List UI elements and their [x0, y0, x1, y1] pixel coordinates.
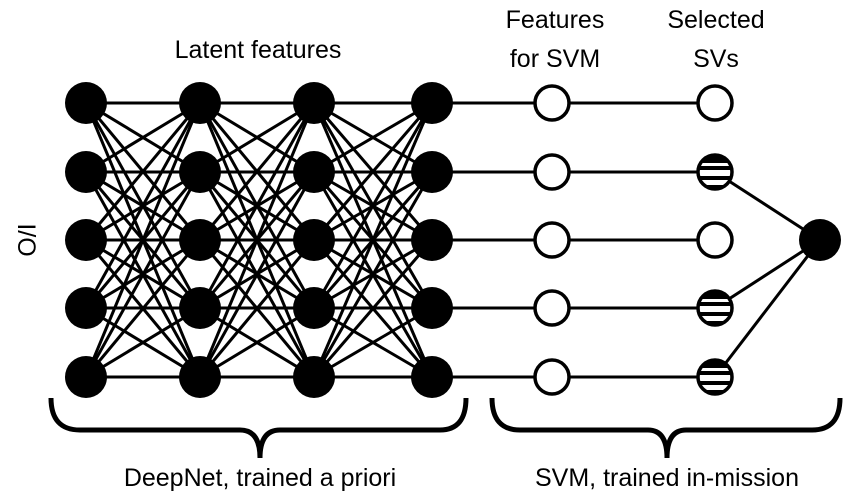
deepnet-edge: [84, 102, 202, 378]
deepnet-edge: [84, 239, 202, 378]
sv-node-outline: [696, 153, 734, 191]
deepnet-edge: [84, 102, 202, 241]
sv-node-outline: [696, 358, 734, 396]
deepnet-edge: [312, 102, 434, 378]
deepnet-node: [65, 356, 107, 398]
deepnet-edge: [85, 306, 201, 379]
deepnet-node: [179, 82, 221, 124]
deepnet-node: [179, 356, 221, 398]
svm-feature-node: [533, 153, 571, 191]
selected-sv-node: [696, 153, 734, 191]
sv-node-fill: [698, 360, 732, 394]
deepnet-edge: [199, 101, 315, 174]
sv-stripe: [698, 185, 732, 189]
deepnet-node: [411, 151, 453, 193]
nodes-layer: [65, 82, 841, 398]
deepnet-node: [411, 82, 453, 124]
selected-sv-node: [696, 358, 734, 396]
deepnet-edge: [199, 306, 315, 379]
deepnet-edge: [312, 102, 434, 309]
deepnet-node: [65, 82, 107, 124]
svm-caption: SVM, trained in-mission: [535, 464, 799, 492]
sv-stripe: [698, 302, 732, 306]
sv-stripe: [698, 155, 732, 163]
deepnet-edge: [312, 102, 434, 241]
deepnet-node: [65, 287, 107, 329]
svm-feature-node: [533, 289, 571, 327]
sv-stripes: [698, 360, 732, 394]
deepnet-edge: [198, 102, 316, 378]
sv-node-outline: [696, 289, 734, 327]
sv-stripe: [698, 390, 732, 394]
sv-node-outline: [696, 84, 734, 122]
sv-node-outline: [696, 221, 734, 259]
sv-node-fill: [698, 155, 732, 189]
deepnet-edge: [84, 171, 202, 378]
output-node: [799, 219, 841, 261]
deepnet-node: [65, 151, 107, 193]
selected-svs-label-line2: SVs: [693, 45, 739, 73]
sv-stripe: [698, 166, 732, 170]
deepnet-node: [293, 151, 335, 193]
deepnet-edge: [312, 239, 434, 378]
sv-node-fill: [698, 291, 732, 325]
edges-layer: [84, 101, 822, 379]
selected-svs-label-line1: Selected: [667, 6, 764, 34]
sv-node: [696, 84, 734, 122]
svm-brace: [489, 397, 843, 459]
deepnet-edge: [198, 102, 316, 241]
deepnet-edge: [198, 171, 316, 378]
deepnet-edge: [313, 101, 433, 174]
deepnet-edge: [84, 102, 202, 309]
deepnet-edge: [198, 102, 316, 309]
deepnet-node: [293, 82, 335, 124]
sv-stripe: [698, 321, 732, 325]
sv-stripe: [698, 176, 732, 180]
sv-stripes: [698, 155, 732, 189]
svm-feature-node: [533, 84, 571, 122]
deepnet-caption: DeepNet, trained a priori: [124, 464, 396, 492]
deepnet-node: [179, 287, 221, 329]
deepnet-node: [293, 356, 335, 398]
deepnet-edge: [312, 171, 434, 378]
sv-output-edge: [713, 239, 822, 378]
deepnet-node: [411, 356, 453, 398]
sv-stripes: [698, 291, 732, 325]
deepnet-node: [179, 219, 221, 261]
features-for-svm-label-line1: Features: [506, 6, 605, 34]
sv-stripe: [698, 360, 732, 368]
deepnet-edge: [85, 101, 201, 174]
sv-stripe: [698, 371, 732, 375]
deepnet-node: [65, 219, 107, 261]
io-label: I/O: [12, 223, 40, 256]
deepnet-node: [411, 287, 453, 329]
deepnet-edge: [198, 239, 316, 378]
deepnet-node: [411, 219, 453, 261]
features-for-svm-label-line2: for SVM: [510, 45, 600, 73]
deepnet-node: [293, 219, 335, 261]
sv-node-fill: [698, 86, 732, 120]
sv-node-fill: [698, 223, 732, 257]
deepnet-node: [293, 287, 335, 329]
selected-sv-node: [696, 289, 734, 327]
deepnet-node: [179, 151, 221, 193]
latent-features-label: Latent features: [175, 36, 342, 64]
sv-stripe: [698, 291, 732, 299]
sv-stripe: [698, 312, 732, 316]
deepnet-edge: [313, 306, 433, 379]
svm-feature-node: [533, 358, 571, 396]
svm-feature-node: [533, 221, 571, 259]
deepnet-brace: [48, 397, 469, 459]
sv-node: [696, 221, 734, 259]
sv-stripe: [698, 381, 732, 385]
